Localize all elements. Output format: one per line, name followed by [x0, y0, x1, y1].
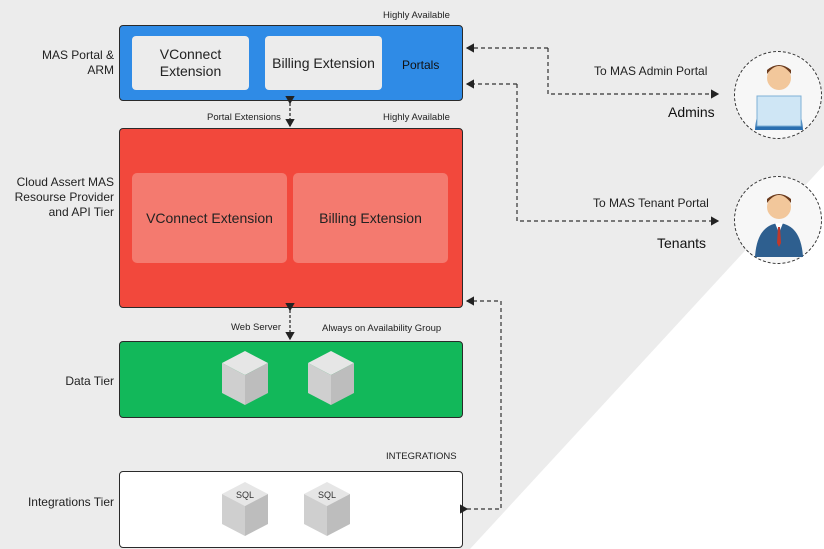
tenant-person-icon: [755, 194, 803, 257]
tenant-portal-arrow-label: To MAS Tenant Portal: [593, 196, 709, 210]
portal-tier-box: VConnect Extension Billing Extension Por…: [119, 25, 463, 101]
portal-extensions-label: Portal Extensions: [207, 112, 281, 123]
database-cube-icon: [308, 351, 354, 405]
sql-cube-label: SQL: [317, 490, 336, 500]
data-top-label: Always on Availability Group: [322, 323, 442, 334]
api-billing-extension: Billing Extension: [293, 173, 448, 263]
integrations-tier-box: SQL SQL: [119, 471, 463, 548]
data-tier-side-label: Data Tier: [65, 374, 114, 388]
integrations-top-label: INTEGRATIONS: [386, 451, 457, 462]
api-tier-box: VConnect Extension Billing Extension: [119, 128, 463, 308]
portal-billing-extension: Billing Extension: [265, 36, 382, 90]
api-vconnect-extension: VConnect Extension: [132, 173, 287, 263]
tenants-label: Tenants: [657, 235, 707, 251]
tenant-avatar: [734, 176, 822, 264]
admin-portal-arrow-label: To MAS Admin Portal: [594, 64, 708, 78]
portals-label: Portals: [402, 58, 440, 72]
integrations-tier-side-label: Integrations Tier: [27, 495, 114, 509]
sql-cube-icon: [304, 482, 350, 536]
admin-person-icon: [755, 65, 803, 130]
database-cube-icon: [222, 351, 268, 405]
data-tier-box: [119, 341, 463, 418]
sql-cube-label: SQL: [235, 490, 254, 500]
admins-label: Admins: [668, 104, 715, 120]
web-server-label: Web Server: [231, 322, 281, 333]
sql-cube-icon: [222, 482, 268, 536]
api-tier-side-label: Cloud Assert MAS Resourse Provider and A…: [14, 175, 114, 219]
admin-avatar: [734, 51, 822, 139]
api-top-label: Highly Available: [383, 112, 450, 123]
portal-top-label: Highly Available: [383, 10, 450, 21]
portal-tier-side-label: MAS Portal & ARM: [41, 48, 114, 77]
portal-vconnect-extension: VConnect Extension: [132, 36, 249, 90]
